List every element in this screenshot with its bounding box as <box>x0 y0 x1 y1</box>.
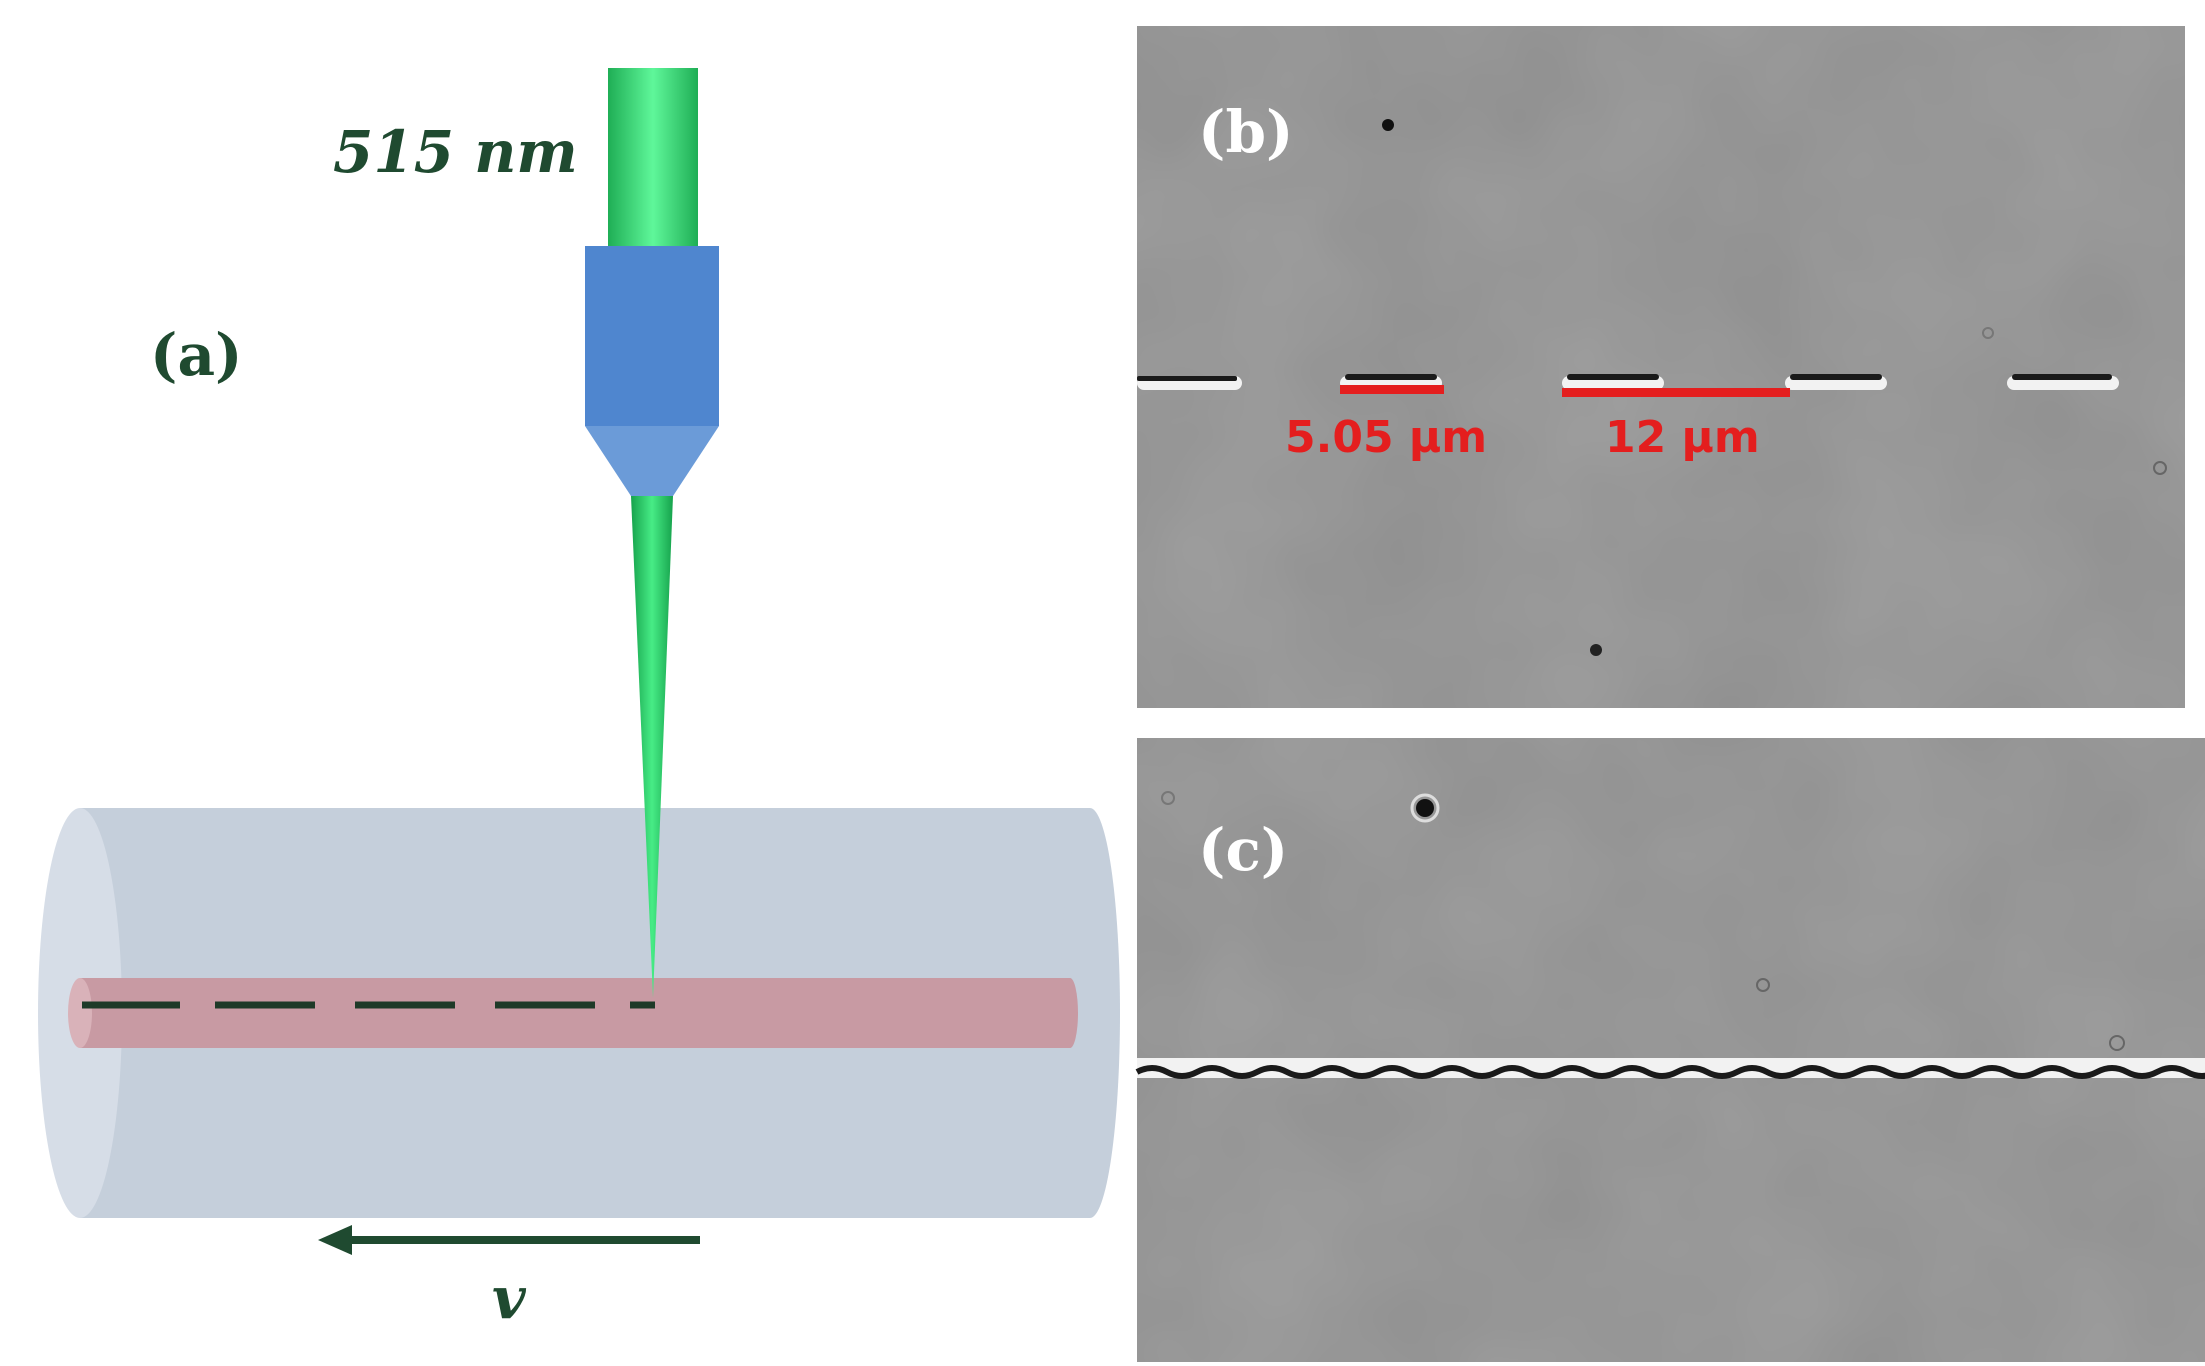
void <box>1137 376 1242 390</box>
velocity-arrow <box>318 1225 700 1255</box>
particle <box>1590 644 1602 656</box>
velocity-label: v <box>492 1264 527 1332</box>
objective-tip <box>585 426 719 496</box>
panel-a-label: (a) <box>150 321 242 389</box>
fiber-core <box>68 978 1078 1048</box>
panel-b: 5.05 μm 12 μm (b) <box>1137 26 2185 708</box>
focused-beam <box>631 496 673 998</box>
void-row <box>1137 374 2119 390</box>
wavelength-label: 515 nm <box>333 118 578 186</box>
panel-a: (a) 515 nm <box>38 68 1120 1332</box>
laser-beam <box>608 68 698 246</box>
objective-lens <box>585 246 719 426</box>
panel-b-label: (b) <box>1198 98 1293 166</box>
length-bar <box>1340 385 1444 394</box>
particle <box>1982 327 1994 339</box>
spacing-bar <box>1562 388 1790 397</box>
spacing-label: 12 μm <box>1605 412 1760 463</box>
void <box>1562 374 1664 390</box>
particle <box>1161 791 1175 805</box>
particle <box>2153 461 2167 475</box>
void <box>2007 374 2119 390</box>
length-label: 5.05 μm <box>1285 412 1487 463</box>
panel-c-label: (c) <box>1198 816 1288 884</box>
particle <box>1756 978 1770 992</box>
continuous-track <box>1135 1058 2205 1079</box>
particle <box>1382 119 1394 131</box>
particle <box>1416 799 1434 817</box>
panel-c: (c) <box>1135 738 2205 1362</box>
particle <box>1410 793 1440 823</box>
void <box>1785 374 1887 390</box>
particle <box>2109 1035 2125 1051</box>
